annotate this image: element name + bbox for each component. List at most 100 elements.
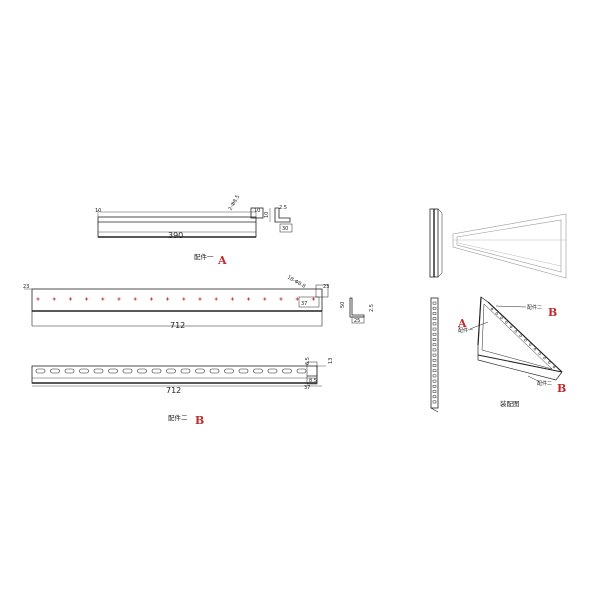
- slot: [137, 368, 147, 374]
- part-a-drawing: [97, 207, 293, 238]
- part-b2-dim-a: 6.5: [305, 357, 311, 365]
- part-a-dim-profile-h: 10: [264, 212, 270, 218]
- diagonal-hole: [509, 325, 513, 329]
- diagonal-hole: [514, 330, 518, 333]
- part-b2-caption: 配件二: [168, 413, 188, 422]
- part-b1-dim-left: 23: [23, 284, 29, 290]
- rail-slot: [432, 306, 437, 310]
- slot: [267, 368, 278, 374]
- slot: [166, 368, 176, 374]
- rail-slot: [432, 317, 437, 321]
- part-a-dim-profile-w: 30: [282, 226, 288, 232]
- assembly-rail-lower: [430, 297, 439, 413]
- part-a-dim-hole: 2-Φ8.5: [228, 194, 242, 212]
- leader-b1: [495, 305, 527, 308]
- part-a-profile: [274, 207, 291, 223]
- diagonal-hole: [519, 334, 522, 338]
- part-b1-dim-holes: 18-Φ8.8: [286, 275, 306, 290]
- part-a-end-detail: [250, 207, 264, 219]
- part-b1-body: [31, 288, 323, 312]
- assembly-letter-a: A: [457, 317, 467, 330]
- diagonal-hole: [528, 343, 532, 346]
- assembly-callout-b1: 配件二: [527, 304, 542, 311]
- slot: [64, 368, 75, 374]
- slot: [209, 368, 220, 374]
- diagonal-hole: [552, 365, 556, 369]
- diagonal-hole: [524, 338, 527, 342]
- slot: [296, 368, 307, 374]
- rail-slot: [432, 400, 437, 404]
- part-b1-length: 712: [170, 321, 185, 330]
- diagonal-hole: [505, 321, 508, 324]
- part-b1-profile: [349, 297, 365, 318]
- assembly-callout-a: 配件一: [458, 327, 473, 334]
- rail-slot: [432, 390, 437, 393]
- diagonal-hole: [538, 352, 541, 355]
- part-a-dim-left: 10: [95, 208, 101, 214]
- rail-slot: [432, 312, 437, 315]
- rail-slot: [432, 322, 437, 326]
- assembly-diagonal-holes: [490, 307, 556, 369]
- assembly-letter-b2: B: [557, 382, 566, 395]
- part-b2-dim-b: 13: [328, 358, 334, 364]
- part-b2-body: [31, 365, 318, 384]
- rail-slot: [432, 364, 437, 367]
- assembly-triangle-top: [452, 213, 567, 279]
- assembly-rail-lower-slots: [432, 301, 437, 404]
- rail-slot: [432, 379, 437, 383]
- leader-a: [469, 321, 489, 330]
- rail-slot: [432, 358, 437, 362]
- slot: [50, 368, 60, 374]
- diagonal-hole: [495, 312, 499, 315]
- part-b2-dim-d: 37: [304, 385, 310, 391]
- slot: [253, 368, 263, 374]
- slot: [79, 368, 89, 374]
- part-b1-dim-thick: 2.5: [369, 304, 375, 312]
- part-b1-holes: [36, 297, 315, 301]
- assembly-letter-b1: B: [548, 306, 557, 319]
- diagonal-hole: [547, 361, 551, 364]
- rail-slot: [432, 374, 437, 378]
- assembly-callout-b2: 配件二: [537, 380, 552, 387]
- slot: [224, 368, 234, 374]
- rail-slot: [432, 327, 437, 331]
- part-b2-dim-c: 8.5: [309, 378, 317, 384]
- slot: [195, 368, 205, 374]
- part-b2-slots: [35, 368, 307, 374]
- slot: [180, 368, 191, 374]
- rail-slot: [432, 338, 437, 341]
- rail-slot: [432, 301, 437, 305]
- diagonal-hole: [543, 356, 546, 360]
- rail-slot: [432, 369, 437, 373]
- part-b1-dim-right: 23: [323, 284, 329, 290]
- part-b1-drawing: [24, 284, 365, 327]
- part-a-caption: 配件一: [194, 252, 214, 261]
- part-b2-length: 712: [166, 386, 181, 395]
- part-a-dim-top: 10: [254, 208, 260, 214]
- part-b2-drawing: [31, 361, 326, 387]
- slot: [35, 368, 46, 374]
- slot: [108, 368, 118, 374]
- rail-slot: [432, 395, 437, 399]
- leader-b2: [527, 375, 541, 383]
- slot: [282, 368, 292, 374]
- part-a-length: 390: [168, 231, 183, 240]
- slot: [151, 368, 162, 374]
- slot: [122, 368, 133, 374]
- rail-slot: [432, 332, 437, 336]
- slot: [238, 368, 249, 374]
- part-b1-dim-base: 25: [354, 318, 360, 324]
- assembly-rail-upper: [429, 208, 443, 278]
- rail-slot: [432, 384, 437, 388]
- rail-slot: [432, 353, 437, 357]
- part-a-dim-profile-t: 2.5: [279, 205, 287, 211]
- slot: [93, 368, 104, 374]
- diagonal-hole: [490, 307, 494, 311]
- rail-slot: [432, 343, 437, 347]
- diagonal-hole: [533, 347, 537, 351]
- part-b1-dim-height: 50: [340, 302, 346, 308]
- diagonal-hole: [500, 316, 503, 320]
- part-b1-dim-flange: 37: [301, 301, 307, 307]
- rail-slot: [432, 348, 437, 352]
